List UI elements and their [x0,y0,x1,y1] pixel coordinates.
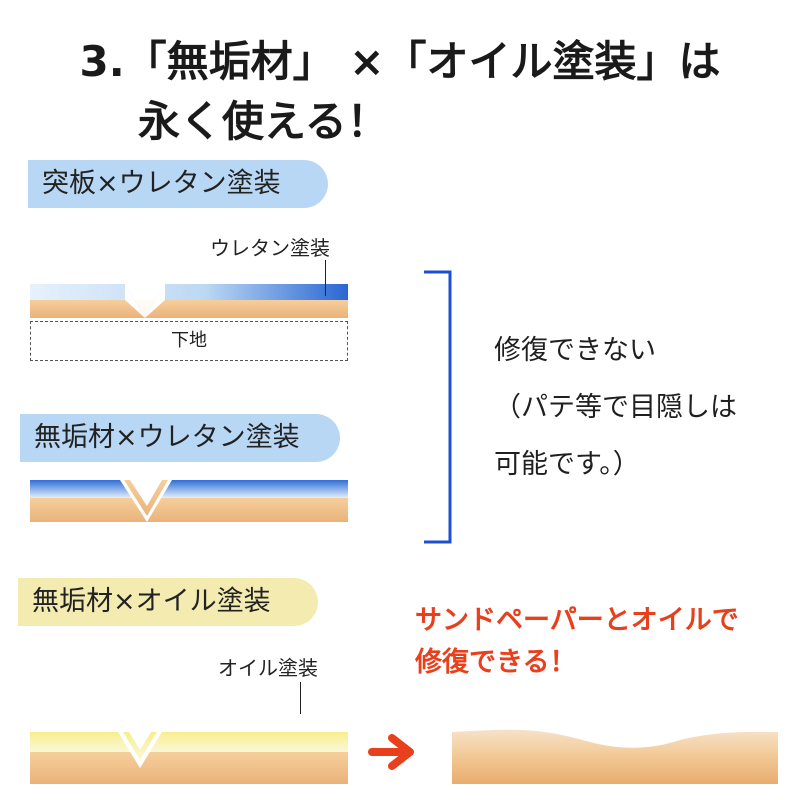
urethane-coat-leader [325,260,326,296]
oil-coat-label: オイル塗装 [218,656,318,680]
repaired-bar [452,729,778,784]
bracket-note-line-1: 修復できない [494,335,656,366]
solid-urethane-pill: 無垢材×ウレタン塗装 [20,414,340,462]
right-arrow-icon [368,734,414,770]
title-line-2: 永く使える！ [138,97,389,146]
bracket-note-line-2: （パテ等で目隠しは [494,392,737,423]
veneer-urethane-bar [30,284,348,318]
bracket [424,270,452,544]
solid-oil-pill: 無垢材×オイル塗装 [18,578,318,626]
solid-oil-bar [30,732,348,784]
repair-note-line-2: 修復できる！ [415,647,577,678]
solid-urethane-bar [30,480,348,522]
urethane-coat-label: ウレタン塗装 [210,236,330,260]
base-layer-label: 下地 [171,330,207,351]
title-line-1: 3.「無垢材」 ×「オイル塗装」は [79,37,721,86]
oil-coat-leader [300,682,301,714]
base-layer-box: 下地 [30,321,348,361]
repair-note-line-1: サンドペーパーとオイルで [415,605,739,636]
veneer-urethane-pill: 突板×ウレタン塗装 [28,160,328,208]
bracket-note-line-3: 可能です。） [494,449,640,480]
